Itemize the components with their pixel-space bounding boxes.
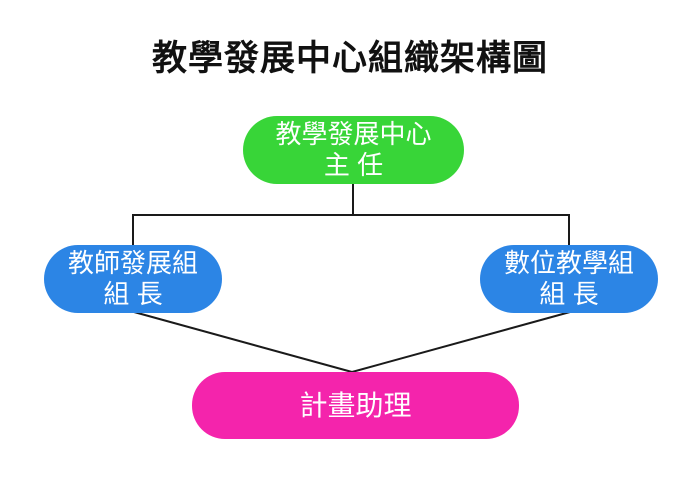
- node-teacher-group-title: 教師發展組: [67, 248, 198, 278]
- node-assistant: 計畫助理: [192, 372, 519, 439]
- node-director: 教學發展中心 主 任: [243, 116, 464, 184]
- node-digital-group: 數位教學組 組 長: [480, 245, 658, 313]
- node-digital-group-role: 組 長: [539, 279, 599, 309]
- page-title: 教學發展中心組織架構圖: [151, 39, 548, 78]
- connector-teacher-group-to-assistant: [133, 311, 353, 373]
- node-director-role: 主 任: [323, 150, 384, 180]
- node-teacher-group-role: 組 長: [103, 279, 163, 309]
- node-assistant-title: 計畫助理: [299, 389, 412, 421]
- node-director-title: 教學發展中心: [275, 119, 432, 149]
- node-digital-group-title: 數位教學組: [503, 248, 634, 278]
- connector-digital-group-to-assistant: [351, 311, 571, 373]
- node-teacher-group: 教師發展組 組 長: [44, 245, 222, 313]
